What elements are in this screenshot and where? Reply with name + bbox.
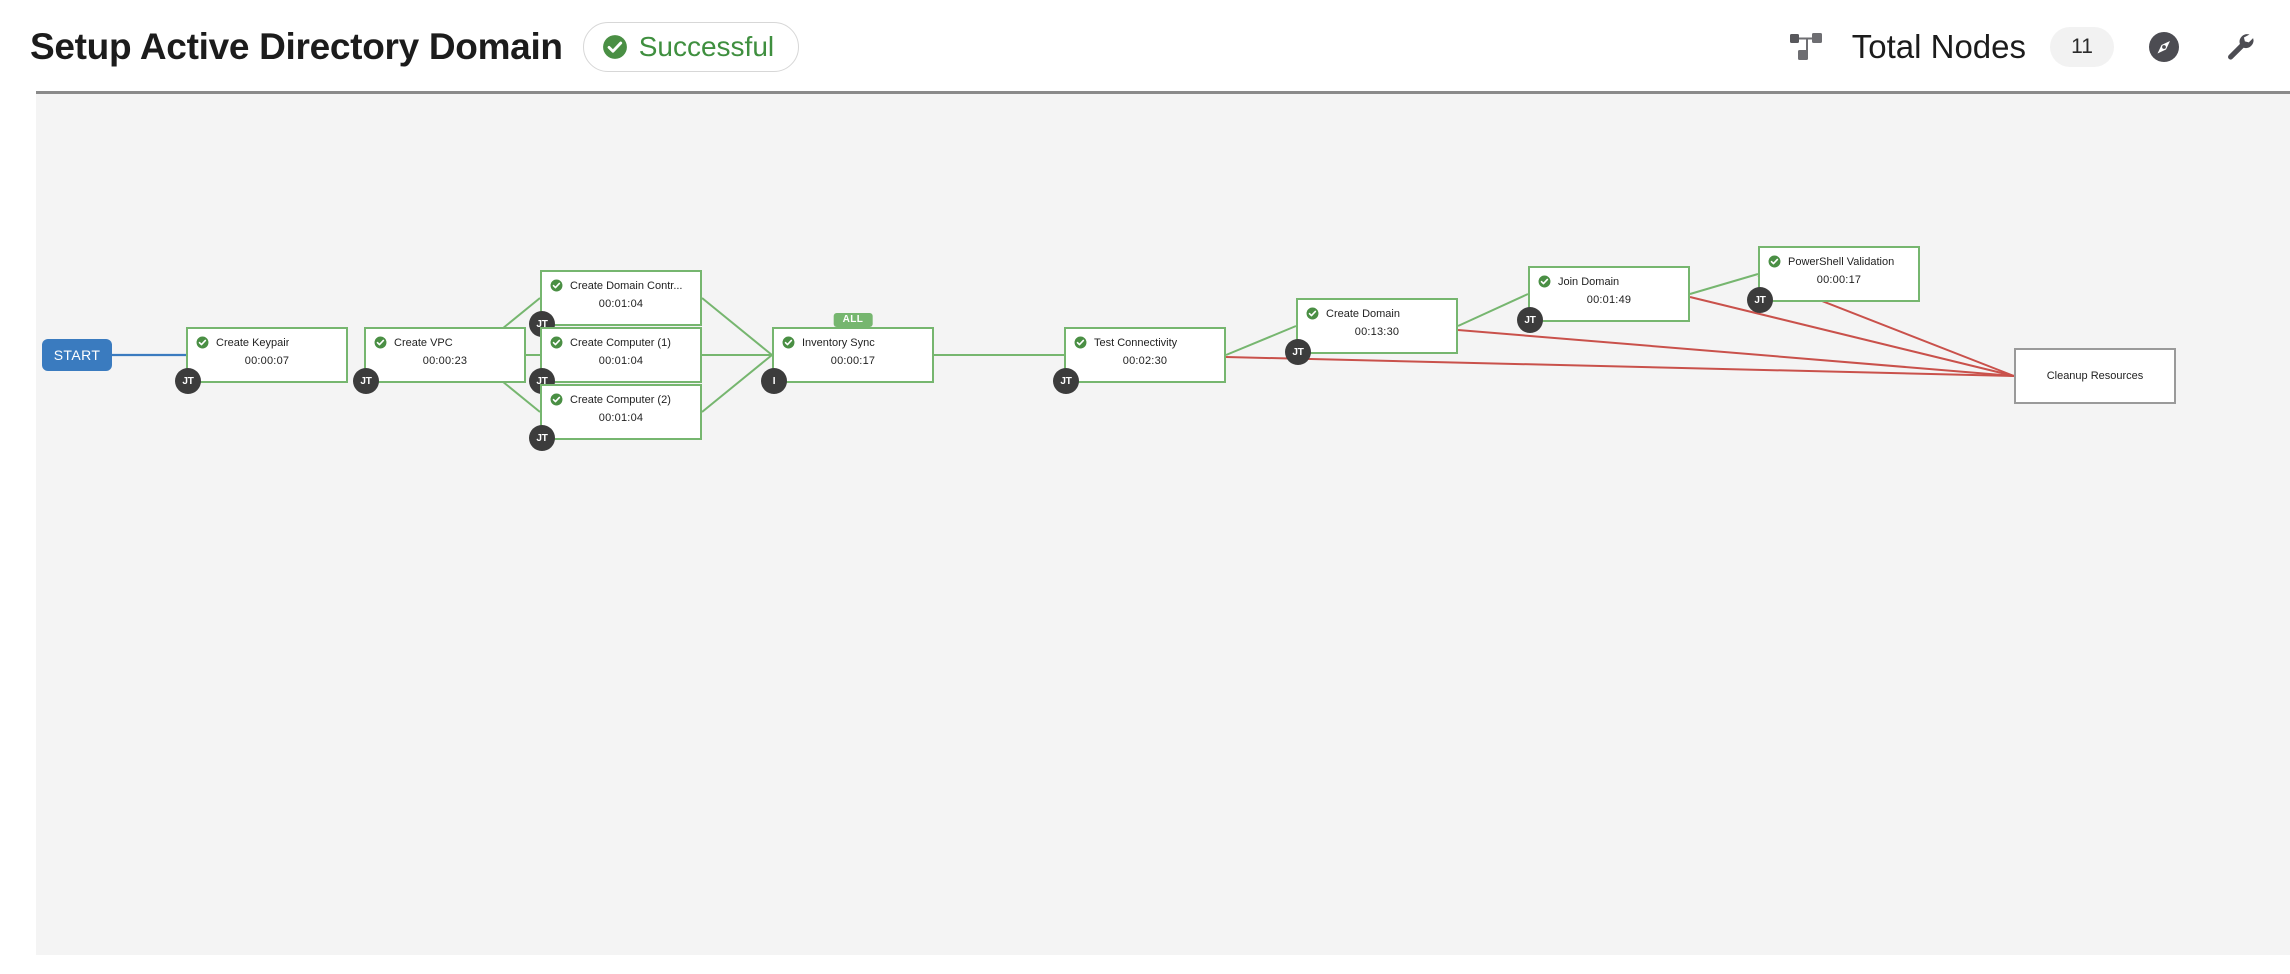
node-title: Cleanup Resources (2046, 370, 2144, 382)
check-circle-icon (374, 336, 387, 349)
node-header: Create Computer (1) (542, 329, 700, 349)
total-nodes-count-badge: 11 (2050, 26, 2114, 67)
workflow-node-join-domain[interactable]: Join Domain 00:01:49 JT (1517, 266, 1690, 333)
node-header: PowerShell Validation (1760, 248, 1918, 268)
workflow-node-create-computer-2[interactable]: Create Computer (2) 00:01:04 JT (529, 384, 702, 451)
workflow-node-create-computer-1[interactable]: Create Computer (1) 00:01:04 JT (529, 327, 702, 394)
edge-createdomain-to-cleanup (1457, 329, 2015, 377)
edge-createdomain-to-joindomain (1457, 293, 1529, 327)
total-nodes-label: Total Nodes (1851, 27, 2026, 65)
edge-dc-to-inventory (701, 297, 773, 356)
node-owner-badge[interactable]: JT (1747, 287, 1773, 313)
check-circle-icon (196, 336, 209, 349)
workflow-node-create-domain-controller[interactable]: Create Domain Contr... 00:01:04 JT (529, 270, 702, 337)
start-node-label: START (53, 347, 101, 363)
edge-test-to-createdomain (1225, 325, 1297, 356)
node-scope-tag: ALL (833, 313, 873, 327)
node-title: Join Domain (1558, 275, 1620, 288)
workflow-node-create-keypair[interactable]: Create Keypair 00:00:07 JT (175, 327, 348, 394)
workflow-node-powershell-validation[interactable]: PowerShell Validation 00:00:17 JT (1747, 246, 1920, 313)
node-title: PowerShell Validation (1788, 255, 1895, 268)
node-header: Create Domain (1298, 300, 1456, 320)
node-header: Create VPC (366, 329, 524, 349)
header-left-group: Setup Active Directory Domain Successful (0, 21, 800, 72)
node-title: Create VPC (394, 336, 453, 349)
edge-computer2-to-inventory (701, 354, 773, 413)
check-circle-icon (1074, 336, 1087, 349)
node-duration: 00:01:04 (598, 412, 644, 424)
node-header: Create Computer (2) (542, 386, 700, 406)
sitemap-icon (1789, 32, 1822, 60)
check-circle-icon (1306, 307, 1319, 320)
node-duration: 00:00:17 (1816, 274, 1862, 286)
node-duration: 00:00:17 (830, 355, 876, 367)
check-circle-icon (782, 336, 795, 349)
check-circle-icon (602, 34, 627, 59)
node-header: Join Domain (1530, 268, 1688, 288)
workflow-node-inventory-sync[interactable]: ALL Inventory Sync 00:00:17 I (761, 313, 934, 394)
node-title: Create Domain Contr... (570, 279, 683, 292)
page-header: Setup Active Directory Domain Successful… (0, 0, 2290, 93)
node-owner-badge[interactable]: JT (1053, 368, 1079, 394)
node-owner-badge[interactable]: JT (529, 425, 555, 451)
node-duration: 00:01:49 (1586, 294, 1632, 306)
workflow-node-test-connectivity[interactable]: Test Connectivity 00:02:30 JT (1053, 327, 1226, 394)
node-header: Create Domain Contr... (542, 272, 700, 292)
node-title: Create Computer (1) (570, 336, 671, 349)
edge-joindomain-to-powershell (1689, 273, 1759, 295)
start-node[interactable]: START (42, 339, 112, 371)
node-header: Inventory Sync (774, 329, 932, 349)
check-circle-icon (1768, 255, 1781, 268)
workflow-node-create-vpc[interactable]: Create VPC 00:00:23 JT (353, 327, 526, 394)
workflow-node-cleanup-resources[interactable]: Cleanup Resources (2014, 348, 2176, 404)
header-right-group: Total Nodes 11 (1789, 26, 2290, 67)
node-duration: 00:13:30 (1354, 326, 1400, 338)
node-title: Inventory Sync (802, 336, 875, 349)
node-owner-badge[interactable]: JT (1517, 307, 1543, 333)
edge-joindomain-to-cleanup (1689, 296, 2015, 377)
node-header: Create Keypair (188, 329, 346, 349)
header-divider (36, 91, 2290, 94)
compass-icon[interactable] (2146, 29, 2182, 65)
check-circle-icon (1538, 275, 1551, 288)
status-badge: Successful (582, 21, 800, 72)
node-duration: 00:02:30 (1122, 355, 1168, 367)
node-title: Create Domain (1326, 307, 1400, 320)
check-circle-icon (550, 279, 563, 292)
node-duration: 00:01:04 (598, 298, 644, 310)
workflow-edges (90, 273, 2015, 413)
page-title: Setup Active Directory Domain (30, 25, 563, 67)
wrench-icon[interactable] (2222, 29, 2258, 65)
check-circle-icon (550, 393, 563, 406)
node-title: Create Keypair (216, 336, 290, 349)
workflow-canvas[interactable]: START Create Keypair 00:00:07 JT Create … (36, 94, 2290, 955)
node-owner-badge[interactable]: I (761, 368, 787, 394)
node-title: Test Connectivity (1094, 336, 1178, 349)
node-duration: 00:00:07 (244, 355, 290, 367)
node-owner-badge[interactable]: JT (1285, 339, 1311, 365)
status-badge-label: Successful (638, 30, 775, 62)
node-duration: 00:01:04 (598, 355, 644, 367)
check-circle-icon (550, 336, 563, 349)
node-owner-badge[interactable]: JT (175, 368, 201, 394)
workflow-node-create-domain[interactable]: Create Domain 00:13:30 JT (1285, 298, 1458, 365)
node-title: Create Computer (2) (570, 393, 671, 406)
node-duration: 00:00:23 (422, 355, 468, 367)
node-owner-badge[interactable]: JT (353, 368, 379, 394)
node-header: Test Connectivity (1066, 329, 1224, 349)
edge-test-to-cleanup (1225, 356, 2015, 377)
